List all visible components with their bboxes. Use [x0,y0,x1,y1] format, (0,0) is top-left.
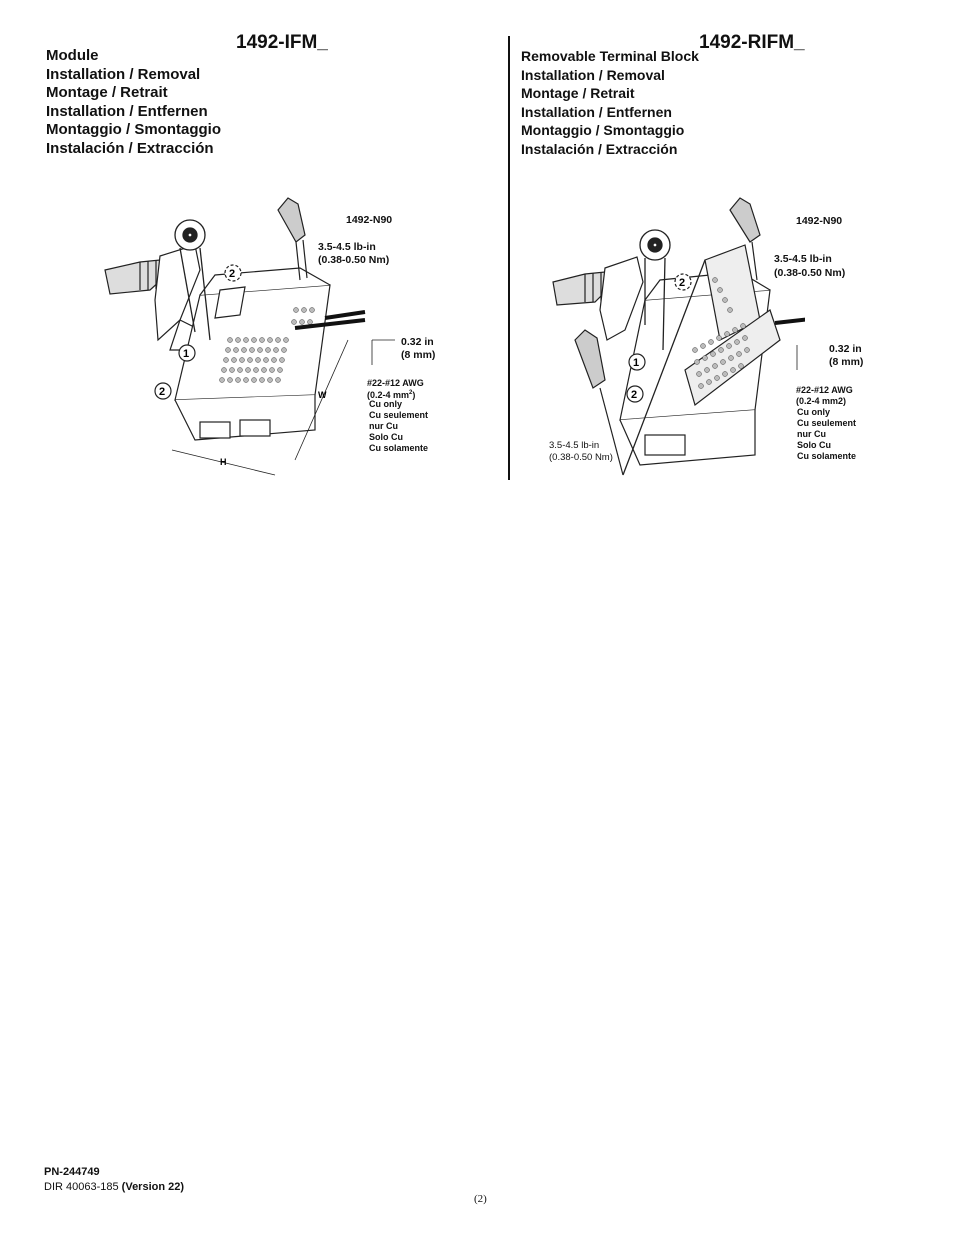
copper-line: Cu solamente [797,451,857,461]
module-body-icon [174,267,331,441]
step-1-label: 1 [633,357,639,369]
screwdriver-icon [277,197,308,281]
magnifier-icon [174,219,211,341]
cable-connector-icon [104,244,201,351]
dir-number: DIR 40063-185 [44,1181,122,1193]
right-wire-gauge: #22-#12 AWG [796,385,853,395]
wire-icon [294,310,366,330]
right-lower-torque-line1: 3.5-4.5 lb-in [549,440,600,451]
left-wire-gauge: #22-#12 AWG [367,378,424,388]
copper-line: Cu only [369,399,402,409]
magnifier-icon [622,229,706,476]
left-heading-line: Installation / Removal [46,65,201,83]
right-terminal-block-illustration: 1 2 2 [552,197,805,476]
right-lower-torque-line2: (0.38-0.50 Nm) [549,452,613,463]
right-copper-list: Cu only Cu seulement nur Cu Solo Cu Cu s… [797,407,856,462]
left-heading-line: Installation / Entfernen [46,102,208,120]
right-heading-line: Montage / Retrait [521,85,635,102]
version-label: (Version 22) [121,1181,185,1193]
left-model-title: 1492-IFM_ [236,32,328,53]
left-module-illustration: 1 2 2 W H [104,197,395,476]
module-body-icon [619,244,781,466]
right-heading-line: Instalación / Extracción [521,140,678,157]
left-heading-line: Module [46,47,99,64]
dimension-lines [171,339,395,476]
copper-line: nur Cu [797,429,826,439]
left-heading-line: Instalación / Extracción [46,139,214,157]
wire-icon [774,317,805,325]
screwdriver-icon [729,197,761,281]
step-1-label: 1 [183,348,189,360]
right-wire-area: (0.2-4 mm2) [796,396,847,406]
right-strip-line2: (8 mm) [829,356,864,368]
step-2-label: 2 [159,386,165,398]
left-heading-line: Montage / Retrait [46,84,168,102]
left-tool-label: 1492-N90 [346,214,393,226]
screwdriver-lower-icon [574,329,624,476]
left-wire-area: (0.2-4 mm2) [367,388,415,401]
left-torque-line2: (0.38-0.50 Nm) [318,254,390,266]
right-strip-line1: 0.32 in [829,343,862,355]
wire-area-sup: 2 [409,390,413,396]
dir-version: DIR 40063-185 (Version 22) [44,1180,184,1194]
left-strip-line2: (8 mm) [401,349,436,361]
step-circles [626,273,692,403]
step-2-dashed-label: 2 [229,268,235,280]
copper-line: Cu seulement [797,418,857,428]
step-2-dashed-label: 2 [679,277,685,289]
right-torque-line2: (0.38-0.50 Nm) [774,267,846,279]
page-number: (2) [474,1193,487,1205]
right-tool-label: 1492-N90 [796,215,843,227]
right-heading-list: Removable Terminal Block Installation / … [521,47,699,159]
copper-line: Cu solamente [369,443,429,453]
right-model-title: 1492-RIFM_ [699,32,805,53]
right-heading-line: Installation / Entfernen [521,103,672,120]
part-number: PN-244749 [44,1166,100,1178]
copper-line: Cu seulement [369,410,429,420]
dimension-w-label: W [318,390,327,400]
right-heading-line: Removable Terminal Block [521,48,699,64]
dimension-h-label: H [220,457,227,467]
cable-connector-icon [552,256,644,341]
left-torque-line1: 3.5-4.5 lb-in [318,241,376,253]
terminal-dots-icon [692,277,750,389]
copper-line: Solo Cu [369,432,403,442]
step-circles [154,264,242,400]
left-heading-list: Module Installation / Removal Montage / … [46,47,221,159]
left-strip-line1: 0.32 in [401,336,434,348]
copper-line: Cu only [797,407,830,417]
wire-area-suffix: ) [412,390,416,400]
right-heading-line: Installation / Removal [521,66,665,83]
left-heading-line: Montaggio / Smontaggio [46,121,221,139]
wire-area-prefix: (0.2-4 mm [367,390,410,400]
copper-line: nur Cu [369,421,398,431]
column-divider [508,36,510,480]
left-copper-list: Cu only Cu seulement nur Cu Solo Cu Cu s… [369,399,428,454]
copper-line: Solo Cu [797,440,831,450]
step-2-label: 2 [631,389,637,401]
right-heading-line: Montaggio / Smontaggio [521,122,685,139]
right-torque-line1: 3.5-4.5 lb-in [774,253,832,265]
